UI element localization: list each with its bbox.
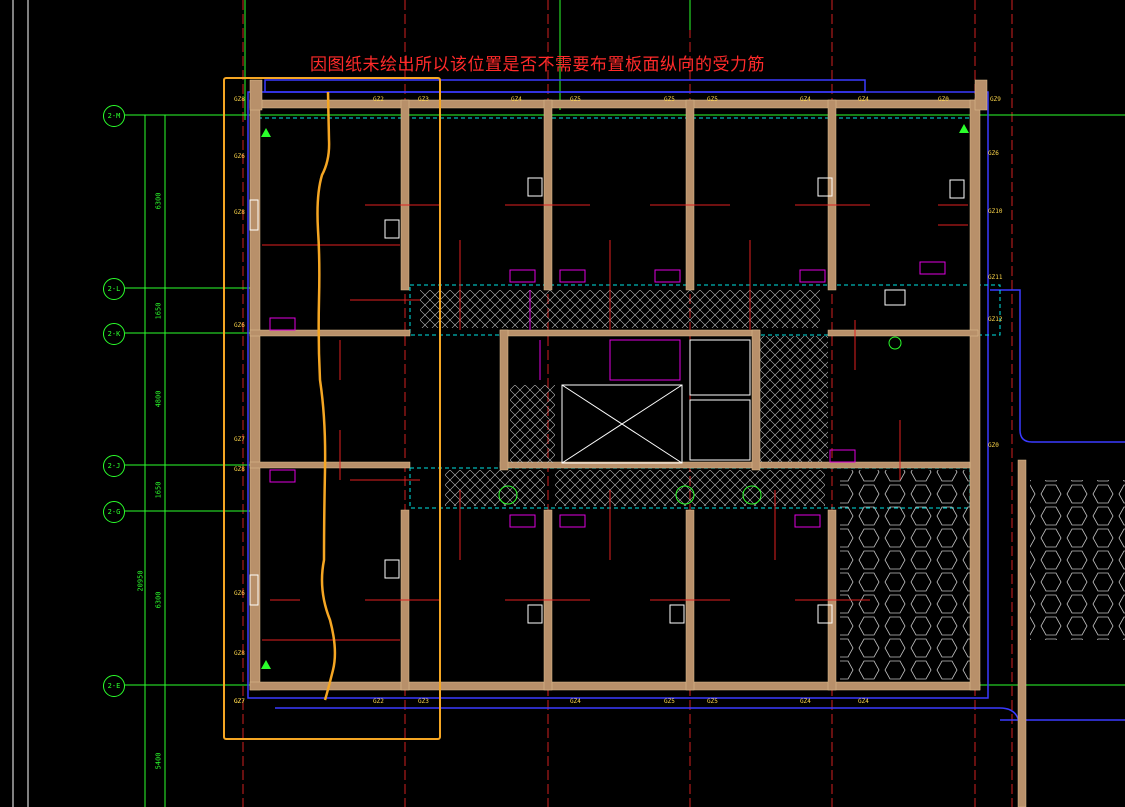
dimension-text: 1650 xyxy=(154,481,163,499)
column-tag: GZ4 xyxy=(570,698,581,705)
markup-freehand-curve xyxy=(316,91,337,701)
column-tag: GZ0 xyxy=(988,442,999,449)
column-tag: GZ4 xyxy=(858,96,869,103)
column-tag: GZ5 xyxy=(707,96,718,103)
column-tag: GZ0 xyxy=(938,96,949,103)
dimension-text: 4800 xyxy=(154,390,163,408)
column-tag: GZ3 xyxy=(418,96,429,103)
axis-bubble-2-j: 2-J xyxy=(103,455,125,477)
section-markers xyxy=(261,124,969,669)
column-tag: GZ5 xyxy=(664,96,675,103)
outer-slab-lines xyxy=(247,79,1125,807)
detail-circles xyxy=(498,336,902,505)
column-tag: GZ2 xyxy=(373,698,384,705)
column-tag: GZ8 xyxy=(234,209,245,216)
markup-highlight-box xyxy=(223,77,441,740)
column-tag: GZ6 xyxy=(234,153,245,160)
column-tag: GZ6 xyxy=(234,590,245,597)
axis-bubble-2-m: 2-M xyxy=(103,105,125,127)
dimension-text: 6300 xyxy=(154,591,163,609)
column-tag: GZ7 xyxy=(234,698,245,705)
axis-bubble-2-k: 2-K xyxy=(103,323,125,345)
column-tag: GZ12 xyxy=(988,316,1003,323)
axis-bubble-2-e: 2-E xyxy=(103,675,125,697)
column-tag: GZ7 xyxy=(234,436,245,443)
column-tag: GZ8 xyxy=(234,466,245,473)
column-tag: GZ9 xyxy=(990,96,1001,103)
column-tag: GZ4 xyxy=(858,698,869,705)
column-tag: GZ8 xyxy=(234,96,245,103)
window-symbols xyxy=(249,177,965,624)
axis-bubble-2-g: 2-G xyxy=(103,501,125,523)
column-tag: GZ11 xyxy=(988,274,1003,281)
embedded-parts xyxy=(269,261,946,528)
column-tag: GZ5 xyxy=(707,698,718,705)
column-tag: GZ10 xyxy=(988,208,1003,215)
drawing-frame xyxy=(12,0,29,807)
column-tag: GZ3 xyxy=(418,698,429,705)
column-tag: GZ6 xyxy=(988,150,999,157)
dimension-text: 5400 xyxy=(154,752,163,770)
dimension-text: 20950 xyxy=(136,570,145,592)
column-tag: GZ4 xyxy=(800,96,811,103)
column-tag: GZ2 xyxy=(373,96,384,103)
column-tag: GZ6 xyxy=(234,322,245,329)
column-tag: GZ4 xyxy=(511,96,522,103)
axis-bubble-2-l: 2-L xyxy=(103,278,125,300)
elevator-core xyxy=(561,339,751,464)
column-tag: GZ8 xyxy=(234,650,245,657)
dimension-text: 1650 xyxy=(154,302,163,320)
column-tag: GZ5 xyxy=(664,698,675,705)
dimension-text: 6300 xyxy=(154,192,163,210)
column-tag: GZ4 xyxy=(800,698,811,705)
column-tag: GZ5 xyxy=(570,96,581,103)
column-tag: GZ7 xyxy=(234,698,245,705)
markup-question-text: 因图纸未绘出所以该位置是否不需要布置板面纵向的受力筋 xyxy=(310,55,765,75)
